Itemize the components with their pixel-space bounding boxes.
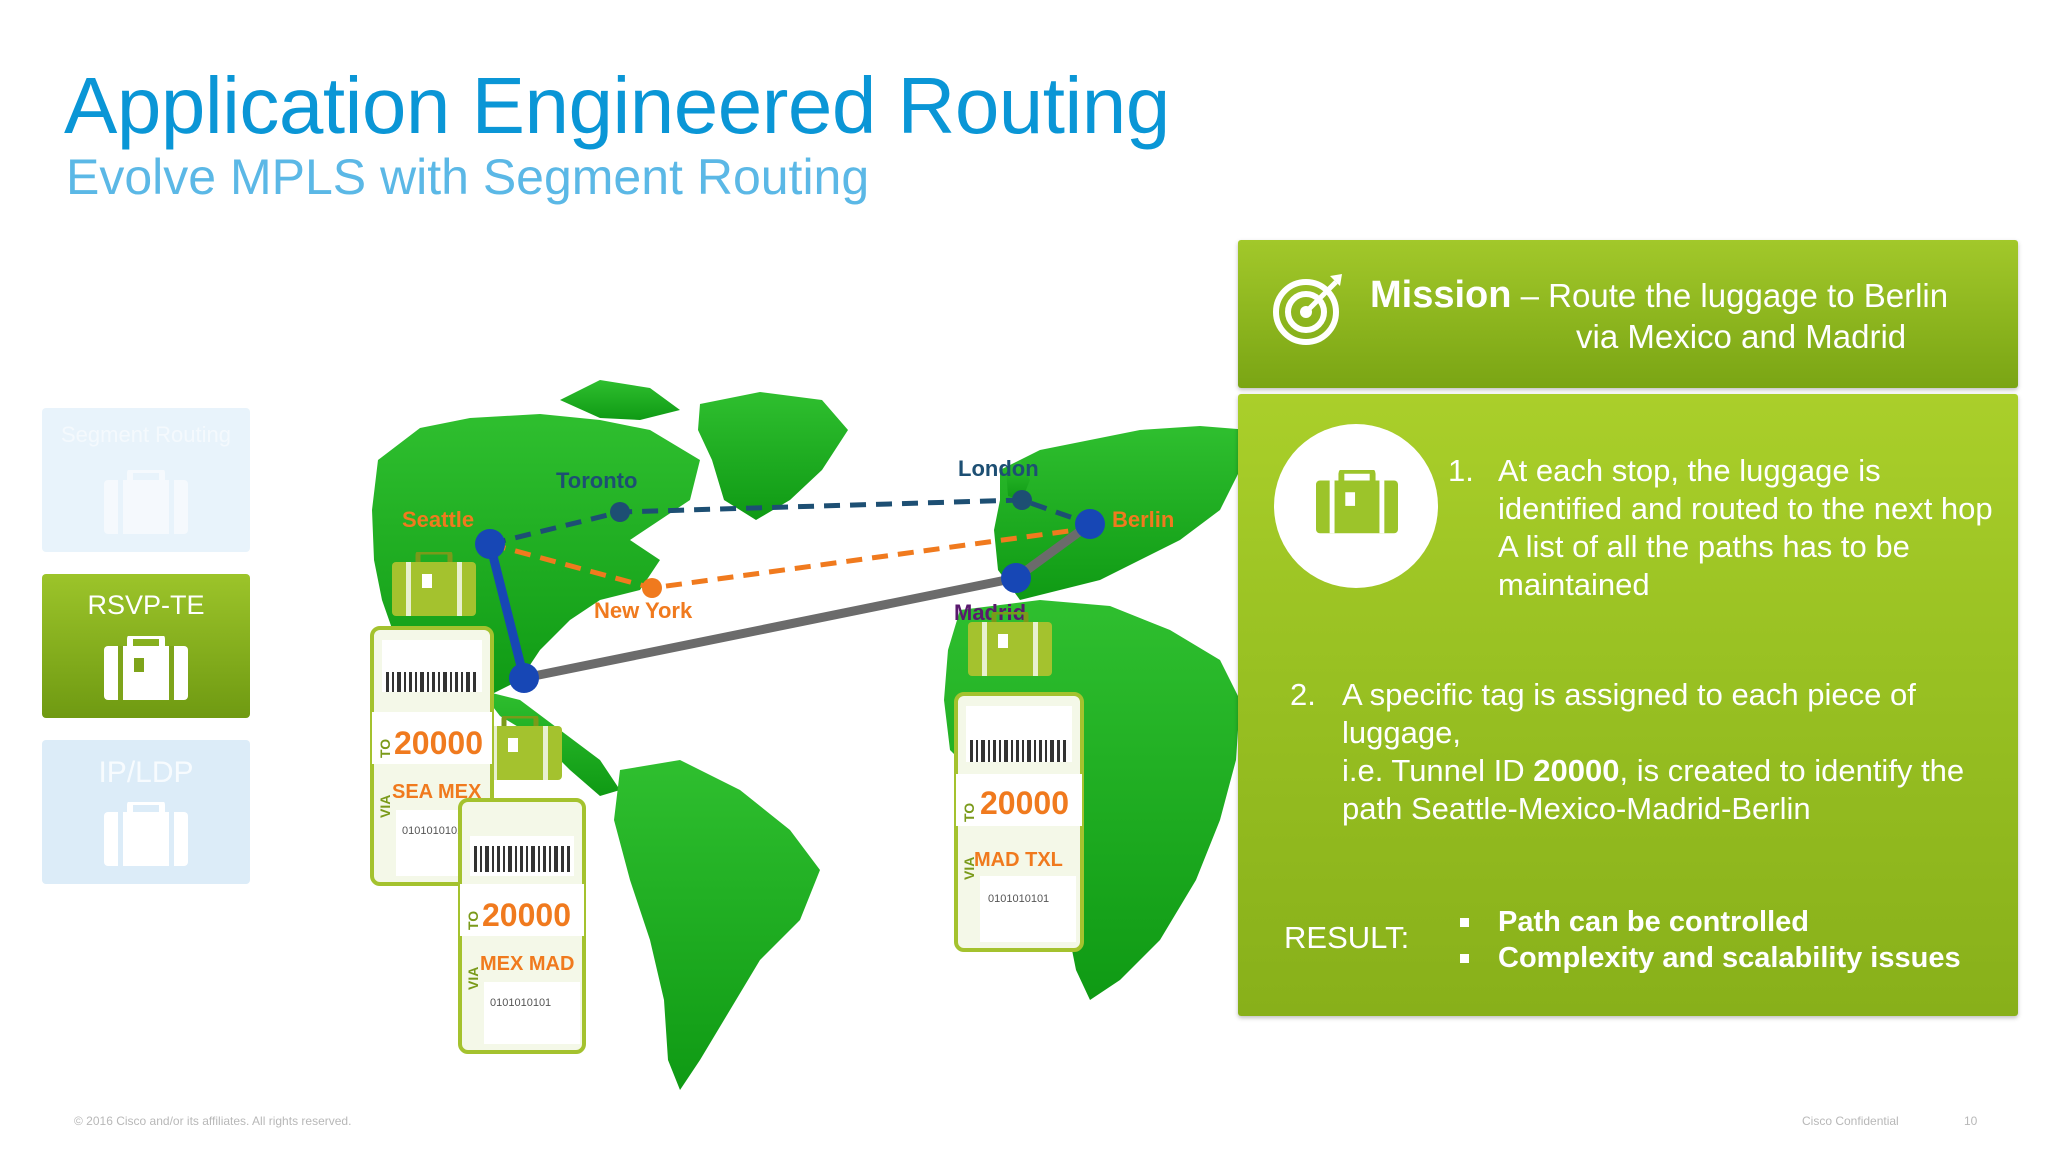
city-label-toronto: Toronto — [556, 468, 637, 493]
point-1-text-2: A list of all the paths has to be mainta… — [1498, 529, 1910, 602]
point-2-line-1: A specific tag is assigned to each piece… — [1342, 677, 1916, 750]
mission-description: – Route the luggage to Berlin — [1520, 277, 1949, 314]
london-node — [1012, 490, 1032, 510]
point-2-line-2: i.e. Tunnel ID 20000, is created to iden… — [1342, 752, 2022, 828]
gray-route — [523, 573, 1017, 683]
mexico-node — [509, 663, 539, 693]
blue-route — [485, 542, 529, 680]
tab-rsvp-te-label: RSVP-TE — [87, 590, 205, 620]
copyright: © 2016 Cisco and/or its affiliates. All … — [74, 1114, 352, 1128]
uk — [1006, 460, 1030, 500]
route-nodes — [475, 490, 1105, 693]
mission-label: Mission — [1370, 274, 1512, 316]
tag-tunnel-id: 20000 — [980, 785, 1069, 821]
page-title: Application Engineered Routing — [64, 61, 1170, 150]
mission-text: Mission – Route the luggage to Berlin — [1370, 274, 1948, 317]
result-label: RESULT: — [1284, 920, 1410, 955]
tag-barcode-number: 0101010101 — [402, 825, 463, 837]
point-2-post: , is created to identify the path Seattl… — [1342, 753, 1965, 826]
tab-ip-ldp-label: IP/LDP — [98, 756, 194, 789]
luggage-icon — [1316, 470, 1398, 534]
result-item: Path can be controlled — [1460, 904, 1961, 940]
tag-to-label: TO — [377, 739, 393, 758]
berlin-node — [1075, 509, 1105, 539]
mission-description-line2: via Mexico and Madrid — [1576, 318, 1907, 355]
tag-to-label: TO — [465, 911, 481, 930]
bullet-icon — [1460, 954, 1469, 963]
tag-route: MEX MAD — [480, 953, 574, 975]
confidential-label: Cisco Confidential — [1802, 1114, 1899, 1128]
luggage-tag-mex-mad: TO 20000 VIA MEX MAD 0101010101 — [458, 798, 586, 1054]
tag-route: MAD TXL — [974, 849, 1063, 871]
tag-barcode-number: 0101010101 — [988, 893, 1049, 905]
tab-segment-routing-label: Segment Routing — [61, 422, 231, 447]
city-label-seattle: Seattle — [402, 507, 474, 532]
tag-tunnel-id: 20000 — [394, 725, 483, 761]
tag-tunnel-id: 20000 — [482, 897, 571, 933]
tab-rsvp-te[interactable]: RSVP-TE — [42, 574, 250, 718]
tunnel-id: 20000 — [1533, 753, 1620, 788]
south-america — [614, 760, 820, 1090]
luggage-tag-mad-txl: TO 20000 VIA MAD TXL 0101010101 — [954, 692, 1084, 952]
luggage-icon — [104, 636, 188, 700]
point-1-text: At each stop, the luggage is identified … — [1498, 453, 1993, 526]
toronto-node — [610, 502, 630, 522]
navy-dashed-route — [489, 497, 1091, 547]
tag-to-label: TO — [961, 803, 977, 822]
result-list: Path can be controlled Complexity and sc… — [1460, 904, 1961, 976]
luggage-icon — [104, 470, 188, 534]
tab-segment-routing[interactable]: Segment Routing — [42, 408, 250, 552]
tag-via-label: VIA — [961, 857, 977, 880]
madrid-node — [1001, 563, 1031, 593]
new-york-node — [642, 578, 662, 598]
gray-route-madrid-berlin — [1013, 520, 1093, 582]
target-icon — [1273, 274, 1342, 345]
tag-route: SEA MEX — [392, 781, 482, 803]
point-2-pre: i.e. Tunnel ID — [1342, 753, 1534, 788]
info-panel: 1. At each stop, the luggage is identifi… — [1238, 394, 2018, 1016]
luggage-icon — [104, 802, 188, 866]
mission-banner: Mission – Route the luggage to Berlin vi… — [1238, 240, 2018, 388]
seattle-node — [475, 529, 505, 559]
result-item: Complexity and scalability issues — [1460, 940, 1961, 976]
europe — [994, 426, 1250, 600]
tag-barcode-number: 0101010101 — [490, 997, 551, 1009]
city-label-new-york: New York — [594, 598, 693, 623]
page-subtitle: Evolve MPLS with Segment Routing — [66, 149, 870, 205]
tag-via-label: VIA — [377, 795, 393, 818]
luggage-badge — [1274, 424, 1438, 588]
bullet-icon — [1460, 918, 1469, 927]
page-number: 10 — [1964, 1114, 1978, 1128]
canada-islands — [560, 380, 680, 420]
greenland — [698, 392, 848, 520]
point-2-number: 2. — [1290, 677, 1316, 712]
point-1-number: 1. — [1448, 453, 1474, 488]
city-label-berlin: Berlin — [1112, 507, 1174, 532]
city-label-london: London — [958, 456, 1039, 481]
tab-ip-ldp[interactable]: IP/LDP — [42, 740, 250, 884]
tag-via-label: VIA — [465, 967, 481, 990]
